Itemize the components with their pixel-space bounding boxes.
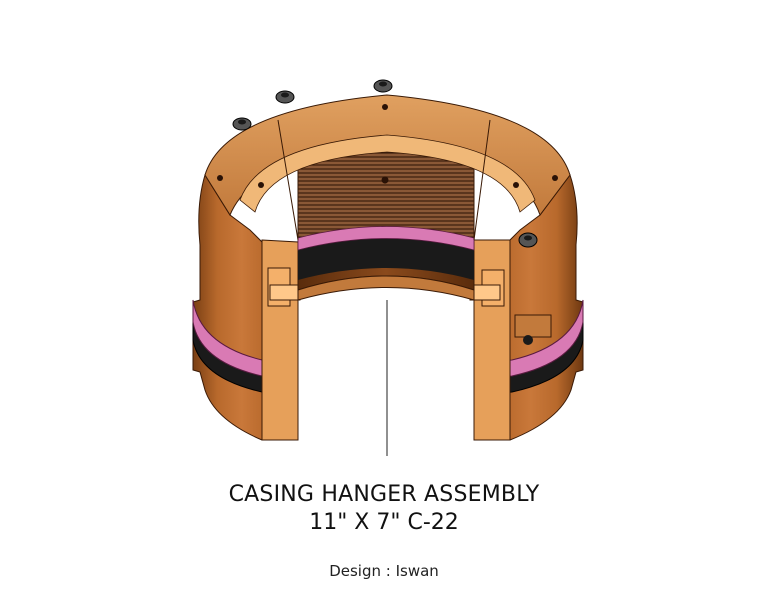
flange-holes <box>217 104 558 188</box>
screw-1 <box>232 117 252 131</box>
screw-2 <box>275 90 295 104</box>
right-body-section <box>469 173 584 441</box>
designer-credit: Design : Iswan <box>329 562 439 580</box>
top-flange <box>204 94 571 241</box>
threaded-bore <box>297 134 475 301</box>
cap-screws <box>232 79 538 248</box>
drawing-title-line-2: 11" X 7" C-22 <box>309 510 459 535</box>
lock-slot <box>514 314 552 338</box>
screw-4 <box>518 232 538 248</box>
screw-3 <box>373 79 393 93</box>
drawing-title-line-1: CASING HANGER ASSEMBLY <box>228 482 540 507</box>
left-body-section <box>192 173 301 441</box>
